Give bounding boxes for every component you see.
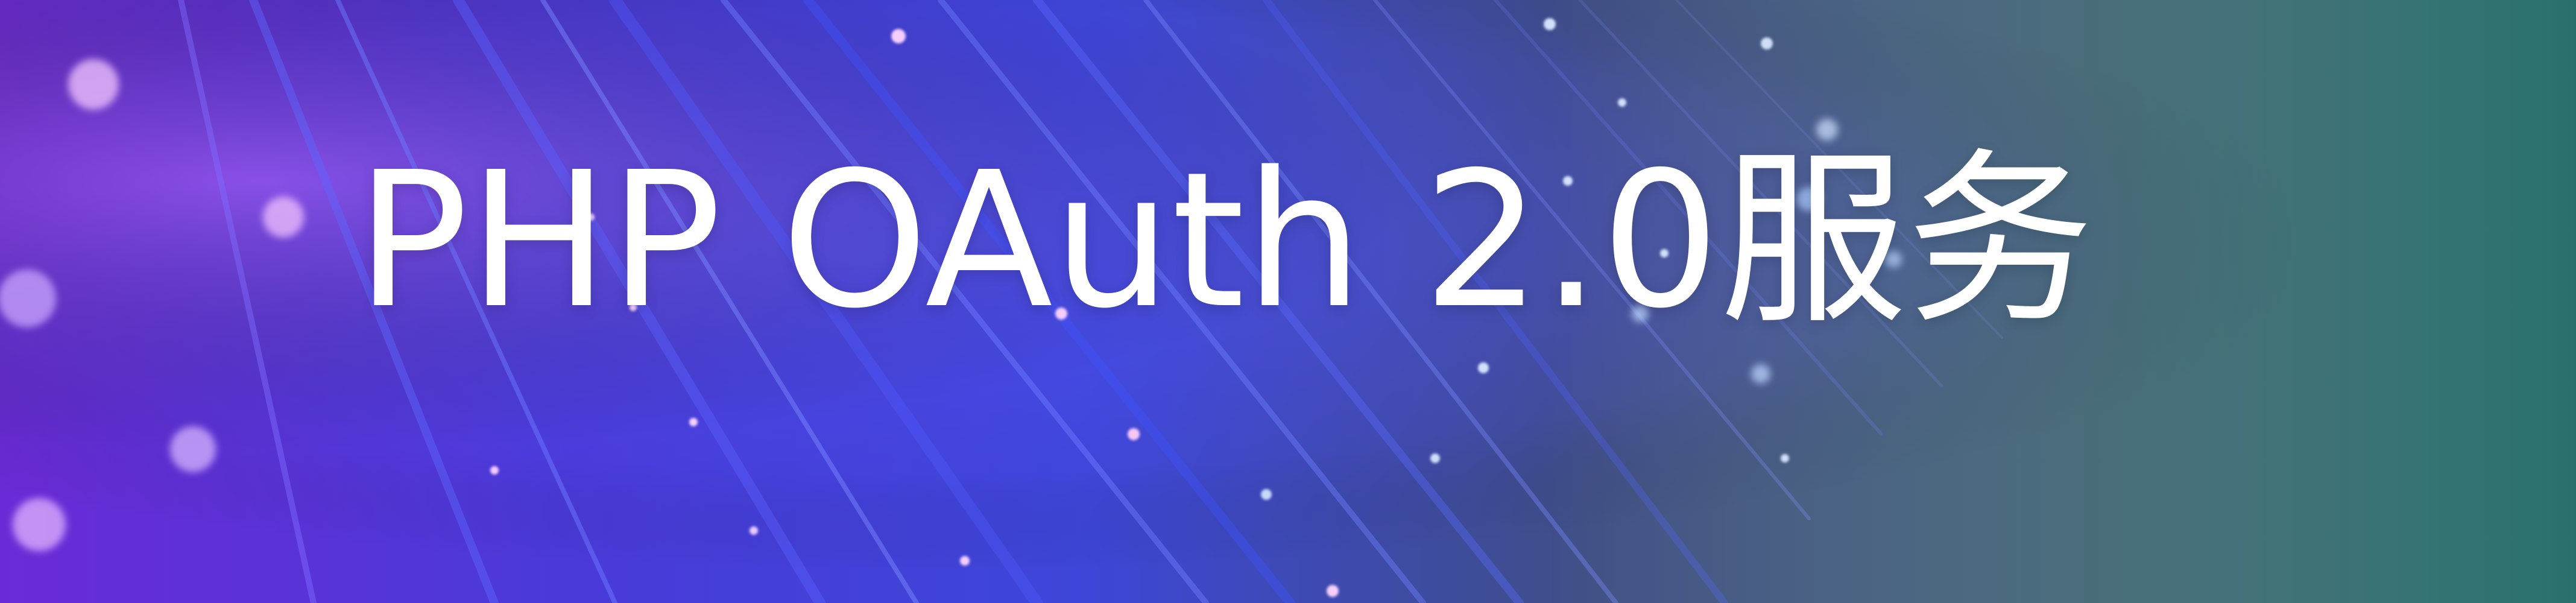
banner-title: PHP OAuth 2.0服务 [356,132,2094,350]
